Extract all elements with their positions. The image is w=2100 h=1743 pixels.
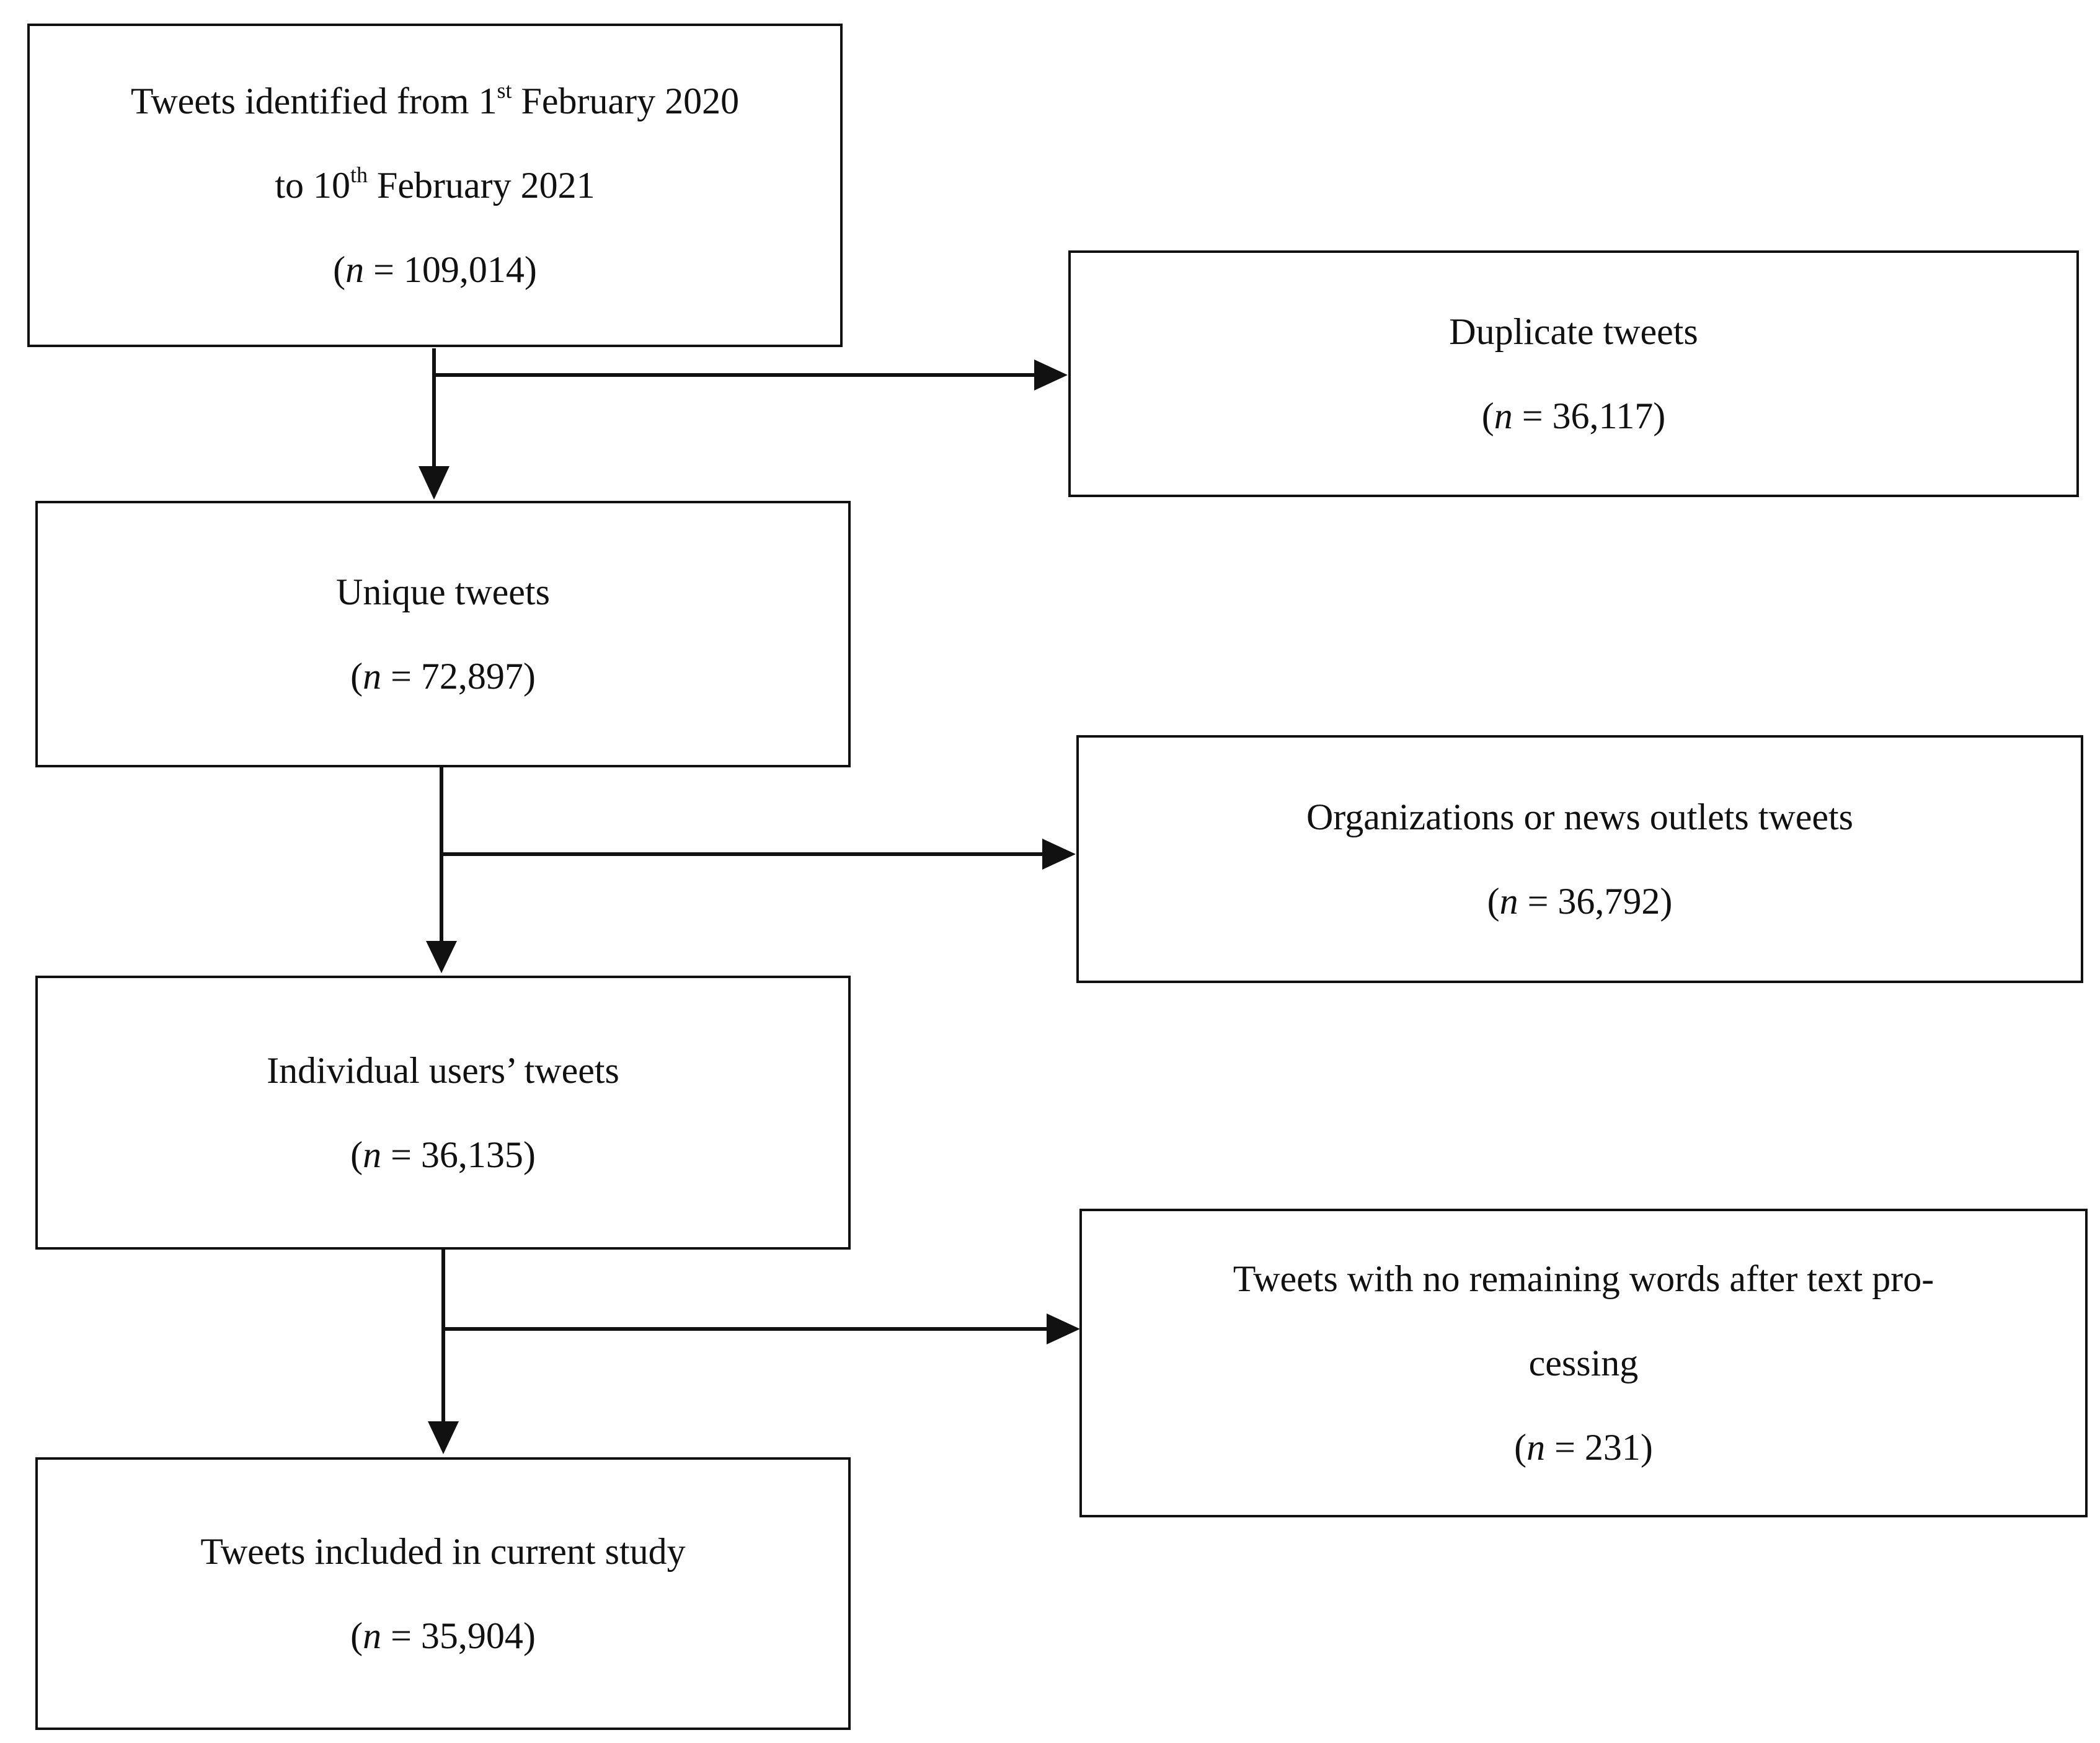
arrowhead-to-organizations <box>1042 839 1076 870</box>
unique-tweets-box: Unique tweets (n = 72,897) <box>35 501 851 767</box>
organizations-count: (n = 36,792) <box>1487 859 1673 943</box>
no-words-count-value: = 231) <box>1545 1427 1653 1468</box>
unique-label: Unique tweets <box>336 571 550 612</box>
included-tweets-box: Tweets included in current study (n = 35… <box>35 1457 851 1730</box>
identified-line1-prefix: Tweets identified from 1 <box>130 81 497 121</box>
identified-line2-prefix: to 10 <box>275 165 351 206</box>
duplicate-count: (n = 36,117) <box>1482 374 1666 458</box>
individual-users-tweets-box: Individual users’ tweets (n = 36,135) <box>35 976 851 1250</box>
duplicate-count-var: n <box>1494 395 1513 436</box>
identified-count-value: = 109,014) <box>364 249 537 290</box>
included-count: (n = 35,904) <box>350 1594 536 1678</box>
identified-tweets-box: Tweets identified from 1st February 2020… <box>27 24 843 347</box>
no-words-count: (n = 231) <box>1514 1405 1653 1489</box>
duplicate-count-value: = 36,117) <box>1512 395 1666 436</box>
unique-count-var: n <box>363 656 382 697</box>
arrowhead-to-individual <box>426 941 457 973</box>
unique-count-value: = 72,897) <box>381 656 536 697</box>
organizations-tweets-box: Organizations or news outlets tweets (n … <box>1076 735 2083 983</box>
included-label: Tweets included in current study <box>200 1531 686 1572</box>
identified-date-line-2: to 10th February 2021 <box>275 143 595 227</box>
individual-count: (n = 36,135) <box>350 1113 536 1197</box>
no-words-label-line-1: Tweets with no remaining words after tex… <box>1233 1258 1934 1299</box>
identified-date-line-1: Tweets identified from 1st February 2020 <box>131 59 739 143</box>
identified-count-var: n <box>345 249 365 290</box>
arrowhead-to-unique <box>419 466 450 500</box>
organizations-count-open: ( <box>1487 881 1500 922</box>
identified-count: (n = 109,014) <box>333 227 537 312</box>
arrowhead-to-included <box>428 1421 459 1454</box>
individual-count-var: n <box>363 1134 382 1175</box>
organizations-count-value: = 36,792) <box>1518 881 1673 922</box>
no-words-count-open: ( <box>1514 1427 1527 1468</box>
duplicate-count-open: ( <box>1481 395 1494 436</box>
identified-line2-superscript: th <box>350 162 368 187</box>
no-words-count-var: n <box>1526 1427 1546 1468</box>
included-count-var: n <box>363 1615 382 1656</box>
included-count-open: ( <box>350 1615 363 1656</box>
arrowhead-to-duplicate <box>1034 360 1068 391</box>
unique-count: (n = 72,897) <box>350 634 536 718</box>
identified-line1-suffix: February 2020 <box>512 81 740 121</box>
duplicate-label: Duplicate tweets <box>1449 311 1698 352</box>
identified-line2-suffix: February 2021 <box>368 165 595 206</box>
identified-line1-superscript: st <box>497 78 512 103</box>
individual-count-open: ( <box>350 1134 363 1175</box>
organizations-count-var: n <box>1499 881 1518 922</box>
no-remaining-words-box: Tweets with no remaining words after tex… <box>1079 1209 2088 1517</box>
duplicate-tweets-box: Duplicate tweets (n = 36,117) <box>1068 250 2079 497</box>
individual-label: Individual users’ tweets <box>267 1050 619 1091</box>
included-count-value: = 35,904) <box>381 1615 536 1656</box>
unique-count-open: ( <box>350 656 363 697</box>
identified-count-open: ( <box>333 249 346 290</box>
arrowhead-to-no-words <box>1047 1313 1080 1344</box>
no-words-label-line-2: cessing <box>1528 1343 1639 1383</box>
organizations-label: Organizations or news outlets tweets <box>1306 796 1854 837</box>
individual-count-value: = 36,135) <box>381 1134 536 1175</box>
